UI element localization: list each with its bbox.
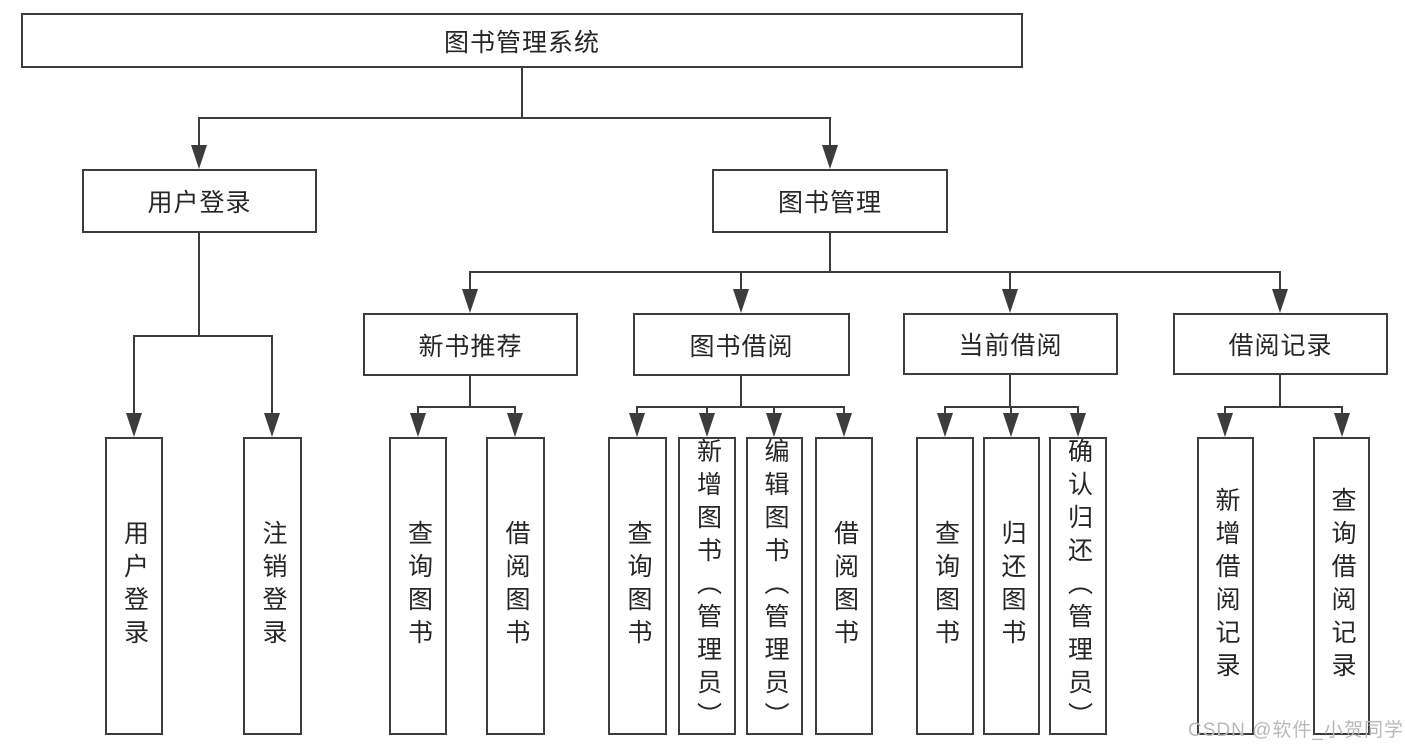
- arrow-leaf-login: [126, 413, 142, 437]
- leaf-logout: 注销登录: [243, 437, 302, 735]
- connector-root-stem: [521, 68, 523, 117]
- connector-to-user-login-stem: [198, 117, 200, 147]
- connector-current-bar: [945, 406, 1079, 408]
- connector-bb-leaf4-stem: [843, 406, 845, 415]
- leaf-cb-confirm-return-admin-label: 确认归还（管理员）: [1064, 437, 1093, 735]
- arrow-leaf-logout: [264, 413, 280, 437]
- leaf-bb-add-books-admin: 新增图书（管理员）: [678, 437, 736, 735]
- connector-br-leaf2-stem: [1341, 406, 1343, 415]
- arrow-nb-query-books: [410, 413, 426, 437]
- leaf-bb-query-books-label: 查询图书: [624, 520, 652, 652]
- leaf-cb-return-books: 归还图书: [983, 437, 1040, 735]
- arrow-nb-borrow-books: [507, 413, 523, 437]
- leaf-cb-query-books: 查询图书: [916, 437, 974, 735]
- connector-leaf-logout-stem: [271, 335, 273, 414]
- connector-cb-leaf1-stem: [944, 406, 946, 415]
- connector-user-login-stem: [198, 233, 200, 336]
- arrow-bb-add-books: [699, 413, 715, 437]
- node-library-management-system: 图书管理系统: [21, 13, 1023, 68]
- leaf-nb-borrow-books: 借阅图书: [486, 437, 545, 735]
- node-book-borrowing: 图书借阅: [633, 313, 850, 376]
- connector-leaf-login-stem: [133, 335, 135, 414]
- connector-nb-leaf2-stem: [514, 406, 516, 415]
- leaf-bb-edit-books-admin: 编辑图书（管理员）: [746, 437, 803, 735]
- arrow-to-book-management: [822, 145, 838, 169]
- arrow-cb-query-books: [937, 413, 953, 437]
- leaf-logout-label: 注销登录: [259, 520, 287, 652]
- arrow-to-current: [1002, 289, 1018, 313]
- leaf-br-add-borrow-record: 新增借阅记录: [1197, 437, 1254, 735]
- leaf-bb-add-books-admin-label: 新增图书（管理员）: [693, 437, 722, 735]
- connector-book-management-bar: [470, 271, 1281, 273]
- connector-nb-leaf1-stem: [417, 406, 419, 415]
- arrow-bb-borrow-books: [836, 413, 852, 437]
- connector-cb-leaf3-stem: [1077, 406, 1079, 415]
- connector-current-stem: [1009, 375, 1011, 407]
- connector-records-bar: [1225, 406, 1342, 408]
- connector-new-book-stem: [469, 376, 471, 407]
- connector-book-management-stem: [829, 233, 831, 273]
- arrow-br-add-record: [1217, 413, 1233, 437]
- connector-bb-leaf1-stem: [636, 406, 638, 415]
- arrow-cb-return-books: [1003, 413, 1019, 437]
- leaf-bb-edit-books-admin-label: 编辑图书（管理员）: [761, 437, 789, 735]
- leaf-nb-query-books: 查询图书: [389, 437, 447, 735]
- node-current-borrowing: 当前借阅: [903, 313, 1118, 375]
- leaf-br-query-borrow-record: 查询借阅记录: [1313, 437, 1370, 735]
- leaf-user-login: 用户登录: [105, 437, 163, 735]
- leaf-br-add-borrow-record-label: 新增借阅记录: [1212, 487, 1240, 685]
- connector-to-current-stem: [1009, 271, 1011, 291]
- node-borrowing-records: 借阅记录: [1173, 313, 1388, 375]
- node-user-login: 用户登录: [82, 169, 317, 233]
- connector-to-book-management-stem: [829, 117, 831, 147]
- connector-borrowing-stem: [740, 376, 742, 407]
- arrow-cb-confirm-return: [1070, 413, 1086, 437]
- connector-br-leaf1-stem: [1224, 406, 1226, 415]
- arrow-to-records: [1272, 289, 1288, 313]
- connector-to-new-book-stem: [469, 271, 471, 291]
- csdn-watermark: CSDN @软件_小贺同学: [1188, 720, 1404, 741]
- leaf-bb-query-books: 查询图书: [608, 437, 667, 735]
- node-book-management: 图书管理: [712, 169, 948, 233]
- leaf-cb-query-books-label: 查询图书: [931, 520, 960, 652]
- leaf-bb-borrow-books-label: 借阅图书: [830, 520, 859, 652]
- leaf-nb-query-books-label: 查询图书: [404, 520, 433, 652]
- arrow-br-query-record: [1334, 413, 1350, 437]
- leaf-cb-return-books-label: 归还图书: [998, 520, 1026, 652]
- leaf-cb-confirm-return-admin: 确认归还（管理员）: [1049, 437, 1107, 735]
- leaf-nb-borrow-books-label: 借阅图书: [502, 520, 530, 652]
- connector-borrowing-bar: [637, 406, 844, 408]
- leaf-br-query-borrow-record-label: 查询借阅记录: [1328, 487, 1356, 685]
- connector-user-login-bar: [134, 335, 273, 337]
- connector-root-bar: [199, 117, 831, 119]
- node-new-book-recommendation: 新书推荐: [363, 313, 578, 376]
- arrow-bb-query-books: [629, 413, 645, 437]
- connector-cb-leaf2-stem: [1010, 406, 1012, 415]
- arrow-to-new-book: [462, 289, 478, 313]
- connector-to-records-stem: [1279, 271, 1281, 291]
- connector-records-stem: [1279, 375, 1281, 407]
- leaf-user-login-label: 用户登录: [120, 520, 149, 652]
- connector-to-borrowing-stem: [740, 271, 742, 291]
- connector-new-book-bar: [418, 406, 516, 408]
- connector-bb-leaf3-stem: [773, 406, 775, 415]
- arrow-bb-edit-books: [766, 413, 782, 437]
- connector-bb-leaf2-stem: [706, 406, 708, 415]
- leaf-bb-borrow-books: 借阅图书: [815, 437, 873, 735]
- arrow-to-user-login: [191, 145, 207, 169]
- arrow-to-borrowing: [733, 289, 749, 313]
